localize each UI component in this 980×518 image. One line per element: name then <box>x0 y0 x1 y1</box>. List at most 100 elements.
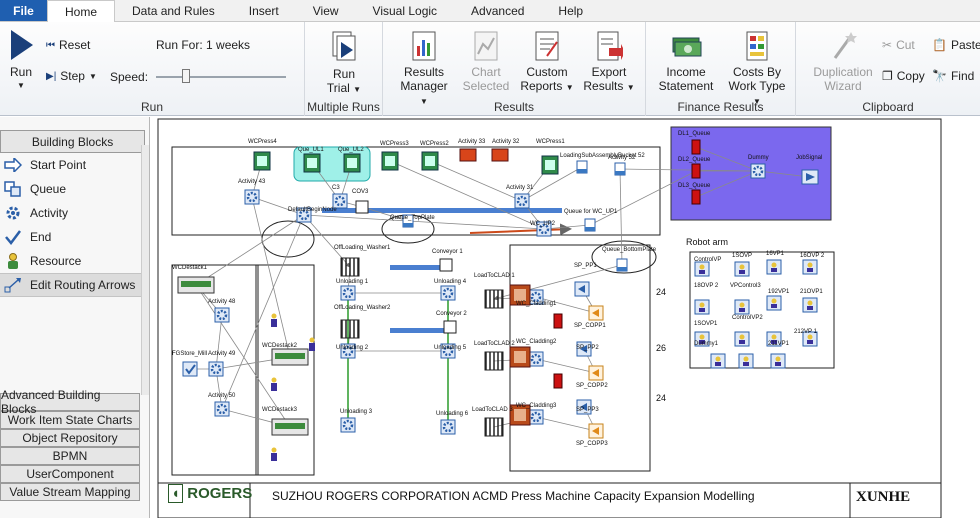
gear-icon[interactable] <box>298 209 310 221</box>
person-icon[interactable] <box>771 268 777 272</box>
person-icon[interactable] <box>739 340 745 344</box>
person-icon[interactable] <box>739 308 745 312</box>
person-head[interactable] <box>771 334 777 340</box>
chart-selected-button[interactable]: Chart Selected <box>459 30 513 93</box>
conveyor-node[interactable] <box>439 258 453 272</box>
export-results-button[interactable]: Export Results ▼ <box>581 30 637 95</box>
tab-insert[interactable]: Insert <box>248 3 279 18</box>
person-head[interactable] <box>771 262 777 268</box>
routing-arrow[interactable] <box>429 160 523 202</box>
person-icon[interactable] <box>807 268 813 272</box>
person-head[interactable] <box>699 334 705 340</box>
checkmark-icon[interactable] <box>185 364 196 375</box>
queue-fill[interactable] <box>403 223 413 227</box>
person-head[interactable] <box>699 264 705 270</box>
panel-scrollbar[interactable] <box>141 145 149 395</box>
section-user-component[interactable]: UserComponent <box>0 465 140 483</box>
routing-arrow[interactable] <box>589 170 697 226</box>
gear-icon[interactable] <box>752 165 764 177</box>
block-end[interactable]: End <box>0 225 149 249</box>
routing-arrow[interactable] <box>543 222 591 230</box>
person-head[interactable] <box>775 356 781 362</box>
section-object-repository[interactable]: Object Repository <box>0 429 140 447</box>
person-head[interactable] <box>271 313 277 319</box>
routing-arrow[interactable] <box>535 415 597 432</box>
copy-button[interactable]: ❐ Copy <box>882 69 925 83</box>
tab-home[interactable]: Home <box>47 0 116 23</box>
reset-button[interactable]: ⏮ Reset <box>46 38 91 52</box>
person-head[interactable] <box>271 377 277 383</box>
rack-node[interactable] <box>484 417 504 437</box>
resource-person[interactable] <box>271 383 277 391</box>
routing-arrow[interactable] <box>221 214 305 410</box>
routing-arrow[interactable] <box>214 314 223 370</box>
section-work-item-state-charts[interactable]: Work Item State Charts <box>0 411 140 429</box>
results-manager-button[interactable]: Results Manager ▼ <box>395 30 453 109</box>
section-advanced-building-blocks[interactable]: Advanced Building Blocks <box>0 388 140 416</box>
person-icon[interactable] <box>739 270 745 274</box>
destack-bed[interactable] <box>181 281 211 287</box>
activity-node[interactable] <box>459 148 477 162</box>
arrow-left-icon[interactable] <box>580 345 587 353</box>
person-head[interactable] <box>807 334 813 340</box>
routing-arrow[interactable] <box>619 166 759 172</box>
routing-arrow[interactable] <box>535 295 597 314</box>
custom-reports-button[interactable]: Custom Reports ▼ <box>519 30 575 95</box>
rack-node[interactable] <box>340 257 360 277</box>
person-head[interactable] <box>739 334 745 340</box>
building-blocks-header[interactable]: Building Blocks <box>0 130 145 153</box>
person-head[interactable] <box>715 356 721 362</box>
destack-bed[interactable] <box>275 423 305 429</box>
resource-person[interactable] <box>309 343 315 351</box>
gear-icon[interactable] <box>538 223 550 235</box>
person-head[interactable] <box>771 298 777 304</box>
resource-person[interactable] <box>271 319 277 327</box>
run-trial-button[interactable]: Run Trial ▼ <box>323 30 365 97</box>
routing-arrow[interactable] <box>695 146 759 172</box>
gear-icon[interactable] <box>342 345 354 357</box>
person-head[interactable] <box>309 337 315 343</box>
rack-node[interactable] <box>484 289 504 309</box>
person-icon[interactable] <box>775 362 781 366</box>
routing-arrow[interactable] <box>389 160 545 230</box>
routing-arrow[interactable] <box>757 170 811 179</box>
tab-visual-logic[interactable]: Visual Logic <box>372 3 438 18</box>
press-window[interactable] <box>347 158 357 168</box>
cladding-inner[interactable] <box>514 289 526 301</box>
cladding-inner[interactable] <box>514 409 526 421</box>
gear-icon[interactable] <box>530 411 542 423</box>
routing-arrow[interactable] <box>535 357 597 374</box>
conveyor-node[interactable] <box>443 320 457 334</box>
person-head[interactable] <box>739 302 745 308</box>
run-for-label[interactable]: Run For: 1 weeks <box>156 38 251 52</box>
person-icon[interactable] <box>699 340 705 344</box>
dl-queue-node[interactable] <box>691 139 701 155</box>
gear-icon[interactable] <box>442 421 454 433</box>
person-head[interactable] <box>699 302 705 308</box>
tab-help[interactable]: Help <box>558 3 584 18</box>
gear-icon[interactable] <box>216 309 228 321</box>
duplication-wizard-button[interactable]: Duplication Wizard <box>810 30 876 93</box>
routing-arrow[interactable] <box>251 196 305 216</box>
activity-node[interactable] <box>491 148 509 162</box>
block-start-point[interactable]: Start Point <box>0 153 149 177</box>
person-icon[interactable] <box>807 306 813 310</box>
speed-slider[interactable] <box>156 69 286 83</box>
gear-icon[interactable] <box>442 345 454 357</box>
gear-icon[interactable] <box>334 195 346 207</box>
costs-by-work-type-button[interactable]: Costs By Work Type ▼ <box>724 30 790 109</box>
press-window[interactable] <box>257 156 267 166</box>
dl-queue-node[interactable] <box>553 373 563 389</box>
routing-arrow[interactable] <box>361 206 409 223</box>
arrow-left-icon[interactable] <box>580 403 587 411</box>
queue-fill[interactable] <box>577 169 587 173</box>
gear-icon[interactable] <box>342 419 354 431</box>
person-icon[interactable] <box>743 362 749 366</box>
arrow-left-icon[interactable] <box>592 309 599 317</box>
gear-icon[interactable] <box>516 195 528 207</box>
dl-queue-node[interactable] <box>553 313 563 329</box>
cut-button[interactable]: ✂ Cut <box>882 38 915 52</box>
paste-button[interactable]: 📋 Paste <box>932 38 980 52</box>
routing-arrow[interactable] <box>407 220 545 232</box>
